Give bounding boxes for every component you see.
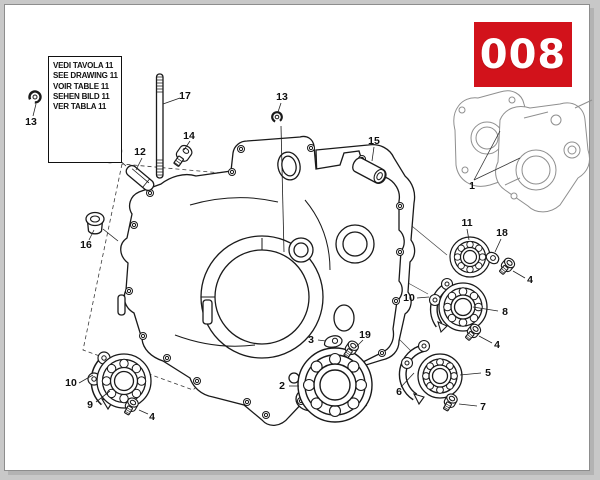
callout-9: 9 <box>87 399 93 411</box>
callout-3: 3 <box>308 334 314 346</box>
callout-2: 2 <box>279 380 285 392</box>
callout-4: 4 <box>149 411 155 423</box>
reference-box: VEDI TAVOLA 11 SEE DRAWING 11 VOIR TABLE… <box>48 56 122 163</box>
callout-1: 1 <box>469 180 475 192</box>
callout-17: 17 <box>179 90 191 102</box>
callout-18: 18 <box>496 227 508 239</box>
callout-7: 7 <box>480 401 486 413</box>
reference-line-de: SEHEN BILD 11 <box>53 91 110 101</box>
callout-10: 10 <box>65 377 77 389</box>
callout-11: 11 <box>461 217 473 229</box>
callout-14: 14 <box>183 130 195 142</box>
reference-line-en: SEE DRAWING 11 <box>53 71 118 81</box>
callout-15: 15 <box>368 135 380 147</box>
callout-13: 13 <box>25 116 37 128</box>
callout-19: 19 <box>359 329 371 341</box>
callout-5: 5 <box>485 367 491 379</box>
callout-6: 6 <box>396 386 402 398</box>
callout-8: 8 <box>502 306 508 318</box>
reference-line-fr: VOIR TABLE 11 <box>53 81 109 91</box>
callout-10: 10 <box>403 292 415 304</box>
callout-4: 4 <box>527 274 533 286</box>
callout-16: 16 <box>80 239 92 251</box>
callout-12: 12 <box>134 146 146 158</box>
reference-line-es: VER TABLA 11 <box>53 102 107 112</box>
callout-13: 13 <box>276 91 288 103</box>
callout-4: 4 <box>494 339 500 351</box>
plate-number-badge: 008 <box>474 22 572 87</box>
reference-line-it: VEDI TAVOLA 11 <box>53 61 114 70</box>
